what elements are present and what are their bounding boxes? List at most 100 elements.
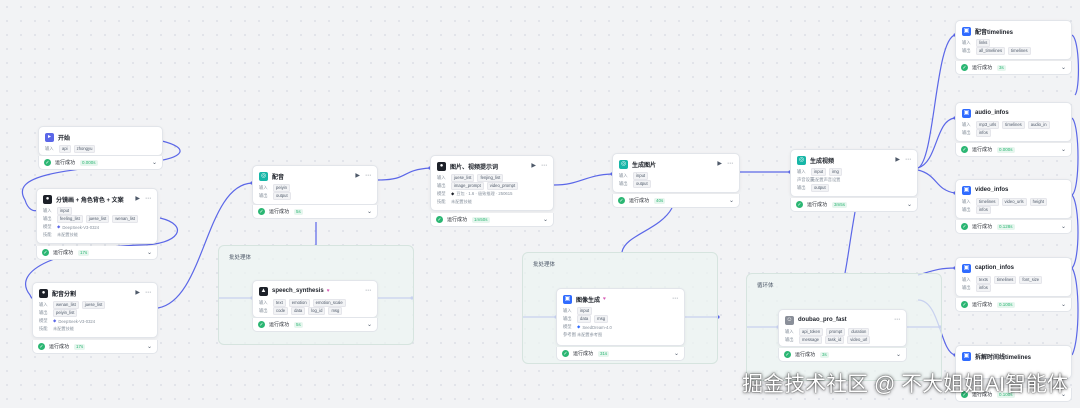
time-badge: 17s [74,343,86,350]
status-bar[interactable]: ✓ 运行成功 5s ⌄ [252,205,378,219]
run-icon[interactable]: ▶ [135,290,140,296]
watermark: 掘金技术社区 @ 不大姐姐AI智能体 [742,373,1068,396]
edge-caption-out [1071,267,1079,356]
status-bar[interactable]: ✓ 运行成功 0.100s ⌄ [955,298,1072,312]
more-icon[interactable]: ⋯ [905,157,911,163]
node-title: 分镜画 + 角色背色 + 文案 [56,197,124,204]
more-icon[interactable]: ⋯ [145,290,151,296]
time-badge: 40s [654,197,666,204]
node-title: 图像生成 [576,297,601,304]
check-icon: ✓ [562,350,569,357]
edge-genvid-timelines [917,34,956,169]
status-bar[interactable]: ✓ 运行成功 1m50s ⌄ [430,213,554,227]
status-bar[interactable]: ✓ 运行成功 0.000s ⌄ [38,156,163,170]
chevron-down-icon[interactable]: ⌄ [151,160,157,166]
chevron-down-icon[interactable]: ⌄ [895,352,901,358]
llm-icon: ● [43,194,52,204]
check-icon: ✓ [44,159,51,166]
model-icon: ◆ [57,224,61,229]
group-title: 批处理体 [229,255,252,261]
time-badge: 5s [294,208,303,215]
edge-dub-prompt [377,167,431,181]
node-title: caption_infos [975,265,1015,271]
check-icon: ✓ [961,146,968,153]
more-icon[interactable]: ⋯ [672,296,678,302]
plugin-icon: ▣ [962,263,971,273]
chevron-down-icon[interactable]: ⌄ [1060,302,1066,308]
node-split-timelines[interactable]: ▣ 拆解时间线timelines [955,345,1072,379]
status-bar[interactable]: ✓ 运行成功 17s ⌄ [36,246,158,260]
status-bar[interactable]: ✓ 运行成功 17s ⌄ [32,340,158,354]
more-icon[interactable]: ⋯ [365,288,371,294]
chevron-down-icon[interactable]: ⌄ [1060,65,1066,71]
group-title: 循环体 [757,283,774,289]
loop-icon: ◎ [797,155,806,165]
group-title: 批处理体 [533,262,556,268]
node-title: 生成图片 [632,162,657,169]
node-title: 图片、视频提示词 [450,164,499,171]
check-icon: ✓ [961,64,968,71]
chevron-down-icon[interactable]: ⌄ [146,344,152,350]
check-icon: ✓ [258,321,265,328]
node-title: video_infos [975,187,1009,193]
time-badge: 1m50s [472,216,490,223]
chevron-down-icon[interactable]: ⌄ [906,202,912,208]
time-badge: 31s [598,350,610,357]
node-title: audio_infos [975,110,1009,116]
run-icon[interactable]: ▶ [355,173,360,179]
run-icon[interactable]: ▶ [531,163,536,169]
status-bar[interactable]: ✓ 运行成功 5s ⌄ [252,318,378,332]
chevron-down-icon[interactable]: ⌄ [1060,224,1066,230]
edge-prompt-genimg [553,173,613,186]
status-bar[interactable]: ✓ 运行成功 3m5s ⌄ [790,198,918,212]
more-icon[interactable]: ⋯ [145,196,151,202]
status-bar[interactable]: ✓ 运行成功 3s ⌄ [955,61,1072,75]
more-icon[interactable]: ⋯ [894,317,900,323]
status-bar[interactable]: ✓ 运行成功 0.100s ⌄ [955,388,1072,402]
status-bar[interactable]: ✓ 运行成功 0.000s ⌄ [955,143,1072,157]
chevron-down-icon[interactable]: ⌄ [542,217,548,223]
status-bar[interactable]: ✓ 运行成功 3s ⌄ [778,348,907,362]
run-icon[interactable]: ▶ [135,196,140,202]
chevron-down-icon[interactable]: ⌄ [1060,147,1066,153]
status-bar[interactable]: ✓ 运行成功 31s ⌄ [556,347,685,361]
status-bar[interactable]: ✓ 运行成功 40s ⌄ [612,194,740,208]
check-icon: ✓ [796,201,803,208]
time-badge: 0.100s [997,391,1015,398]
chevron-down-icon[interactable]: ⌄ [1060,392,1066,398]
run-icon[interactable]: ▶ [895,157,900,163]
chevron-down-icon[interactable]: ⌄ [366,209,372,215]
more-icon[interactable]: ⋯ [727,161,733,167]
more-icon[interactable]: ⋯ [541,163,547,169]
node-title: speech_synthesis [272,288,324,294]
chevron-down-icon[interactable]: ⌄ [366,322,372,328]
node-start[interactable]: ▸ 开始 输入 api zhongyu [38,126,163,156]
plugin-icon: ▣ [962,26,971,36]
check-icon: ✓ [961,391,968,398]
check-icon: ✓ [784,351,791,358]
check-icon: ✓ [42,249,49,256]
edge-timelines-out [1071,34,1080,96]
chevron-down-icon[interactable]: ⌄ [673,351,679,357]
chevron-down-icon[interactable]: ⌄ [146,250,152,256]
plugin-icon: ▲ [259,286,268,296]
status-bar[interactable]: ✓ 运行成功 0.128s ⌄ [955,220,1072,234]
start-icon: ▸ [45,132,54,142]
llm-icon: ● [437,161,446,171]
more-icon[interactable]: ⋯ [365,173,371,179]
chevron-down-icon[interactable]: ⌄ [728,198,734,204]
run-icon[interactable]: ▶ [717,161,722,167]
